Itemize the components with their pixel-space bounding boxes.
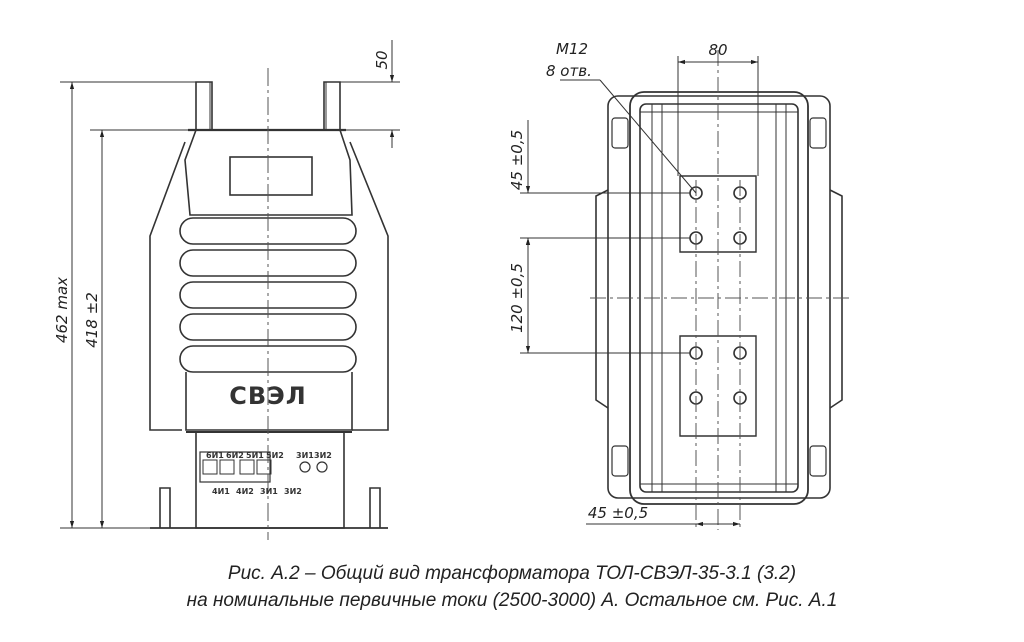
terminal-label: 5И1 bbox=[246, 451, 264, 460]
dim-120: 120 ±0,5 bbox=[508, 263, 526, 333]
terminal-label: 3И2 bbox=[314, 451, 332, 460]
dim-462-max: 462 max bbox=[53, 277, 71, 343]
figure-caption-line2: на номинальные первичные токи (2500-3000… bbox=[186, 590, 838, 611]
terminal-label: 4И2 bbox=[236, 487, 254, 496]
dim-45-bottom: 45 ±0,5 bbox=[588, 504, 648, 522]
thread-qty-label: 8 отв. bbox=[546, 62, 592, 80]
front-view bbox=[149, 81, 389, 529]
dim-80: 80 bbox=[708, 41, 727, 59]
dim-418: 418 ±2 bbox=[83, 292, 101, 348]
terminal-label: 6И2 bbox=[226, 451, 244, 460]
centerlines-right bbox=[590, 50, 850, 530]
terminal-label: 6И1 bbox=[206, 451, 224, 460]
right-dimensions bbox=[520, 56, 759, 527]
figure-caption-line1: Рис. А.2 – Общий вид трансформатора ТОЛ-… bbox=[227, 563, 797, 584]
terminal-label: 3И1 bbox=[260, 487, 278, 496]
dim-50: 50 bbox=[373, 50, 391, 69]
terminal-label: 3И1 bbox=[296, 451, 314, 460]
terminal-label: 4И1 bbox=[212, 487, 230, 496]
left-dimensions bbox=[60, 40, 400, 529]
dim-45-pitch: 45 ±0,5 bbox=[508, 130, 526, 190]
terminal-label: 3И2 bbox=[284, 487, 302, 496]
thread-label: M12 bbox=[556, 40, 588, 58]
technical-drawing: 462 max 418 ±2 50 СВЭЛ 6И1 6И2 5И1 5И2 3… bbox=[53, 40, 850, 540]
terminal-label: 5И2 bbox=[266, 451, 284, 460]
logo-svel: СВЭЛ bbox=[229, 382, 306, 410]
